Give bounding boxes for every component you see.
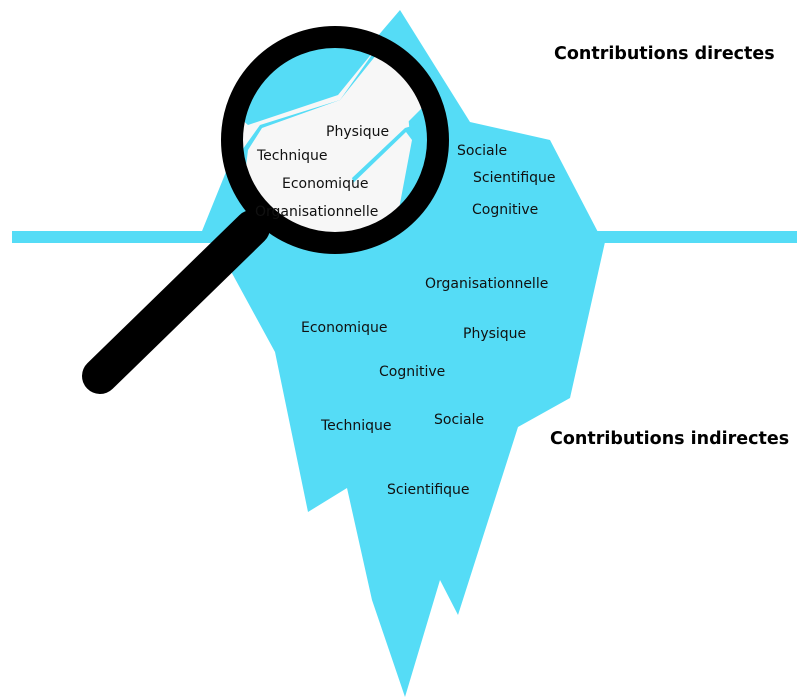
tip-label-technique: Technique — [257, 148, 328, 164]
heading-indirect-contributions: Contributions indirectes — [550, 429, 790, 449]
tip-label-physique: Physique — [326, 124, 390, 140]
tip-label-organisationnelle: Organisationnelle — [255, 204, 379, 220]
tip-label-scientifique: Scientifique — [473, 170, 556, 186]
magnifier-ring — [221, 26, 449, 254]
submerged-label-economique: Economique — [301, 320, 388, 336]
tip-label-sociale: Sociale — [457, 143, 508, 159]
submerged-label-sociale: Sociale — [434, 412, 485, 428]
submerged-label-organisationnelle: Organisationnelle — [425, 276, 549, 292]
submerged-label-scientifique: Scientifique — [387, 482, 470, 498]
submerged-label-physique: Physique — [463, 326, 527, 342]
iceberg-body — [215, 242, 605, 697]
magnifier-handle — [82, 210, 270, 394]
submerged-label-technique: Technique — [321, 418, 392, 434]
tip-label-economique: Economique — [282, 176, 369, 192]
heading-direct-contributions: Contributions directes — [554, 44, 775, 64]
tip-label-cognitive: Cognitive — [472, 202, 539, 218]
submerged-label-cognitive: Cognitive — [379, 364, 446, 380]
